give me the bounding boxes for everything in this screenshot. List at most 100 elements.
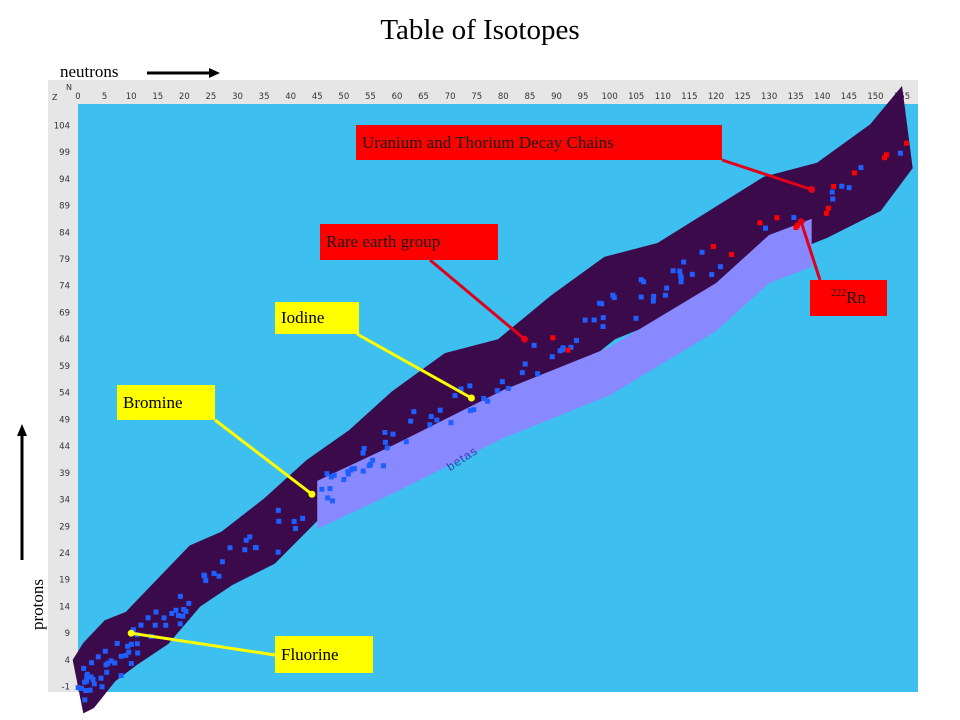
nuclide-pixel	[717, 264, 723, 270]
nuclide-pixel	[177, 621, 183, 627]
nuclide-pixel	[699, 249, 705, 255]
y-tick-label: 94	[59, 175, 70, 185]
y-tick-label: 19	[59, 576, 70, 586]
nuclide-pixel	[105, 660, 111, 666]
nuclide-pixel	[458, 386, 464, 392]
y-tick-label: 4	[65, 656, 70, 666]
x-tick-label: 140	[814, 92, 830, 102]
radon-mass-number: 222	[831, 287, 847, 299]
x-tick-label: 65	[418, 92, 429, 102]
y-tick-label: 59	[59, 362, 70, 372]
nuclide-pixel	[177, 593, 183, 599]
nuclide-pixel	[341, 476, 347, 482]
pointer-head	[808, 186, 816, 194]
nuclide-pixel	[91, 681, 97, 687]
nuclide-pixel	[427, 422, 433, 428]
pointer-line	[429, 258, 526, 341]
nuclide-pixel	[825, 205, 831, 211]
nuclide-pixel	[84, 671, 90, 677]
x-tick-label: 130	[761, 92, 777, 102]
nuclide-pixel	[467, 408, 473, 414]
nuclide-pixel	[678, 279, 684, 285]
x-tick-label: 60	[392, 92, 403, 102]
nuclide-pixel	[95, 654, 101, 660]
x-tick-label: 120	[708, 92, 724, 102]
nuclide-pixel	[467, 383, 473, 389]
nuclide-pixel	[108, 658, 114, 664]
nuclide-pixel	[729, 251, 735, 257]
y-tick-label: 99	[59, 148, 70, 158]
nuclide-pixel	[169, 610, 175, 616]
nuclide-pixel	[633, 315, 639, 321]
nuclide-pixel	[242, 547, 248, 553]
nuclide-pixel	[448, 420, 454, 426]
nuclide-pixel	[774, 215, 780, 221]
y-tick-label: 49	[59, 415, 70, 425]
nuclide-pixel	[345, 469, 351, 475]
x-tick-label: 150	[867, 92, 883, 102]
nuclide-pixel	[428, 414, 434, 420]
callout-bromine: Bromine	[117, 385, 215, 420]
nuclide-pixel	[678, 273, 684, 279]
nuclide-pixel	[408, 418, 414, 424]
nuclide-pixel	[610, 292, 616, 298]
y-tick-label: 24	[59, 549, 70, 559]
pointer-head	[127, 629, 135, 637]
nuclide-pixel	[183, 608, 189, 614]
nuclide-pixel	[219, 559, 225, 565]
nuclide-pixel	[839, 183, 845, 189]
nuclide-pixel	[134, 641, 140, 647]
y-tick-label: 89	[59, 202, 70, 212]
x-tick-label: 85	[524, 92, 535, 102]
nuclide-pixel	[550, 335, 556, 341]
nuclide-pixel	[253, 545, 259, 551]
nuclide-pixel	[437, 407, 443, 413]
nuclide-pixel	[582, 317, 588, 323]
nuclide-pixel	[360, 450, 366, 456]
y-tick-label: 44	[59, 442, 70, 452]
nuclide-pixel	[664, 285, 670, 291]
nuclide-pixel	[568, 344, 574, 350]
betas-region	[317, 218, 812, 529]
nuclide-pixel	[300, 515, 306, 521]
x-tick-label: 40	[285, 92, 296, 102]
nuclide-pixel	[382, 439, 388, 445]
x-tick-label: 20	[179, 92, 190, 102]
nuclide-pixel	[330, 498, 336, 504]
nuclide-pixel	[75, 685, 81, 691]
x-tick-label: 135	[788, 92, 804, 102]
nuclide-pixel	[88, 674, 94, 680]
nuclide-pixel	[883, 152, 889, 158]
nuclide-pixel	[202, 573, 208, 579]
nuclide-pixel	[830, 196, 836, 202]
pointer-head	[467, 394, 475, 402]
nuclide-pixel	[89, 660, 95, 666]
nuclide-pixel	[651, 293, 657, 299]
nuclide-pixel	[641, 279, 647, 285]
nuclide-pixel	[163, 622, 169, 628]
nuclide-pixel	[591, 317, 597, 323]
nuclide-pixel	[794, 222, 800, 228]
nuclide-pixel	[481, 395, 487, 401]
z-axis-letter: Z	[52, 93, 58, 102]
nuclide-pixel	[829, 189, 835, 195]
nuclide-pixel	[275, 549, 281, 555]
y-tick-label: 104	[54, 121, 70, 131]
nuclide-pixel	[123, 652, 129, 658]
nuclide-pixel	[128, 641, 134, 647]
nuclide-pixel	[126, 649, 132, 655]
nuclide-pixel	[370, 457, 376, 463]
pointer-line	[214, 418, 313, 496]
nuclide-pixel	[519, 370, 525, 376]
y-tick-label: -1	[62, 683, 70, 693]
nuclide-pixel	[382, 429, 388, 435]
y-tick-label: 64	[59, 335, 70, 345]
nuclide-pixel	[291, 518, 297, 524]
neutrons-axis-label: neutrons	[60, 62, 119, 81]
nuclide-pixel	[650, 298, 656, 304]
page-title: Table of Isotopes	[380, 14, 580, 46]
callout-iodine: Iodine	[275, 302, 359, 334]
y-tick-label: 84	[59, 228, 70, 238]
x-tick-label: 80	[498, 92, 509, 102]
x-tick-label: 45	[312, 92, 323, 102]
